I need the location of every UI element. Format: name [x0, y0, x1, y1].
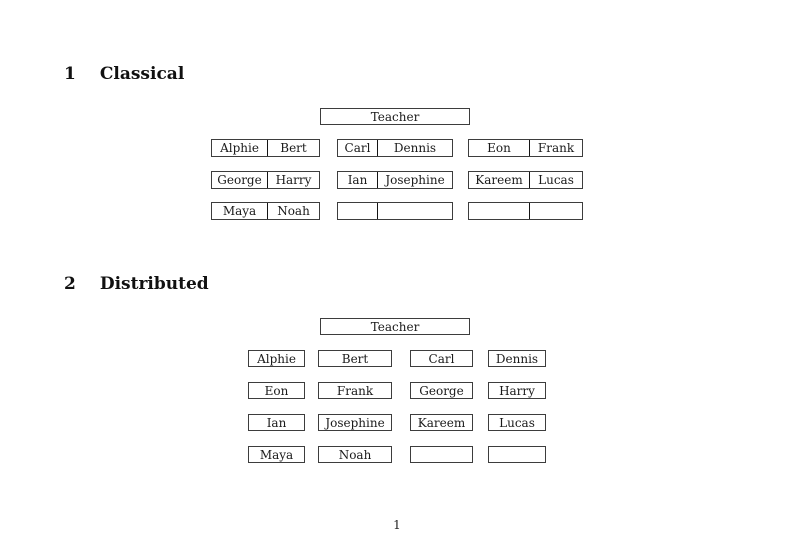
student-name-cell: Alphie: [257, 351, 296, 366]
desk-box: George Harry: [211, 171, 320, 189]
section-2-heading: 2 Distributed: [64, 274, 209, 294]
desk-box: Eon: [248, 382, 305, 399]
desk-box: Frank: [318, 382, 392, 399]
student-name-cell: Lucas: [499, 415, 535, 430]
desk-box: Maya Noah: [211, 202, 320, 220]
section-title: Classical: [99, 64, 185, 84]
desk-box: Bert: [318, 350, 392, 367]
student-name-cell: Maya: [259, 447, 294, 462]
page-number: 1: [393, 518, 401, 532]
student-name-cell: George: [419, 383, 464, 398]
desk-box: Ian: [248, 414, 305, 431]
student-name-cell: Alphie: [212, 140, 268, 156]
empty-seat-cell: [469, 203, 530, 219]
desk-box: Carl: [410, 350, 473, 367]
student-name-cell: Josephine: [385, 173, 445, 187]
section-1-heading: 1 Classical: [64, 64, 184, 84]
desk-box: Josephine: [318, 414, 392, 431]
student-name-cell: Ian: [338, 172, 378, 188]
desk-box: Maya: [248, 446, 305, 463]
student-name-cell: Bert: [341, 351, 369, 366]
desk-box: Harry: [488, 382, 546, 399]
student-name-cell: Eon: [469, 140, 530, 156]
student-name-cell: Noah: [338, 447, 372, 462]
section-title: Distributed: [99, 274, 209, 294]
student-name-cell: Noah: [277, 204, 310, 218]
section-number: 1: [64, 64, 76, 84]
section-number: 2: [64, 274, 76, 294]
desk-box: Lucas: [488, 414, 546, 431]
student-name-cell: Carl: [428, 351, 455, 366]
empty-desk-box: [410, 446, 473, 463]
empty-desk-box: [488, 446, 546, 463]
student-name-cell: Dennis: [495, 351, 539, 366]
student-name-cell: Bert: [280, 141, 307, 155]
desk-box: George: [410, 382, 473, 399]
student-name-cell: Harry: [499, 383, 535, 398]
student-name-cell: Kareem: [417, 415, 466, 430]
desk-box: Alphie: [248, 350, 305, 367]
empty-desk-box: [337, 202, 453, 220]
teacher-label: Teacher: [370, 109, 420, 124]
teacher-label: Teacher: [370, 319, 420, 334]
student-name-cell: Dennis: [393, 141, 437, 155]
student-name-cell: Ian: [266, 415, 287, 430]
student-name-cell: Eon: [264, 383, 289, 398]
desk-box: Noah: [318, 446, 392, 463]
desk-box: Dennis: [488, 350, 546, 367]
student-name-cell: Frank: [537, 141, 575, 155]
desk-box: Ian Josephine: [337, 171, 453, 189]
desk-box: Kareem Lucas: [468, 171, 583, 189]
student-name-cell: Josephine: [325, 415, 385, 430]
desk-box: Alphie Bert: [211, 139, 320, 157]
empty-seat-cell: [530, 203, 582, 219]
desk-box: Carl Dennis: [337, 139, 453, 157]
empty-seat-cell: [338, 203, 378, 219]
student-name-cell: Frank: [336, 383, 374, 398]
student-name-cell: Maya: [212, 203, 268, 219]
student-name-cell: Harry: [275, 173, 312, 187]
teacher-box: Teacher: [320, 108, 470, 125]
teacher-box: Teacher: [320, 318, 470, 335]
student-name-cell: Lucas: [538, 173, 574, 187]
desk-box: Kareem: [410, 414, 473, 431]
empty-seat-cell: [378, 203, 452, 219]
desk-box: Eon Frank: [468, 139, 583, 157]
student-name-cell: Kareem: [469, 172, 530, 188]
student-name-cell: Carl: [338, 140, 378, 156]
empty-desk-box: [468, 202, 583, 220]
student-name-cell: George: [212, 172, 268, 188]
